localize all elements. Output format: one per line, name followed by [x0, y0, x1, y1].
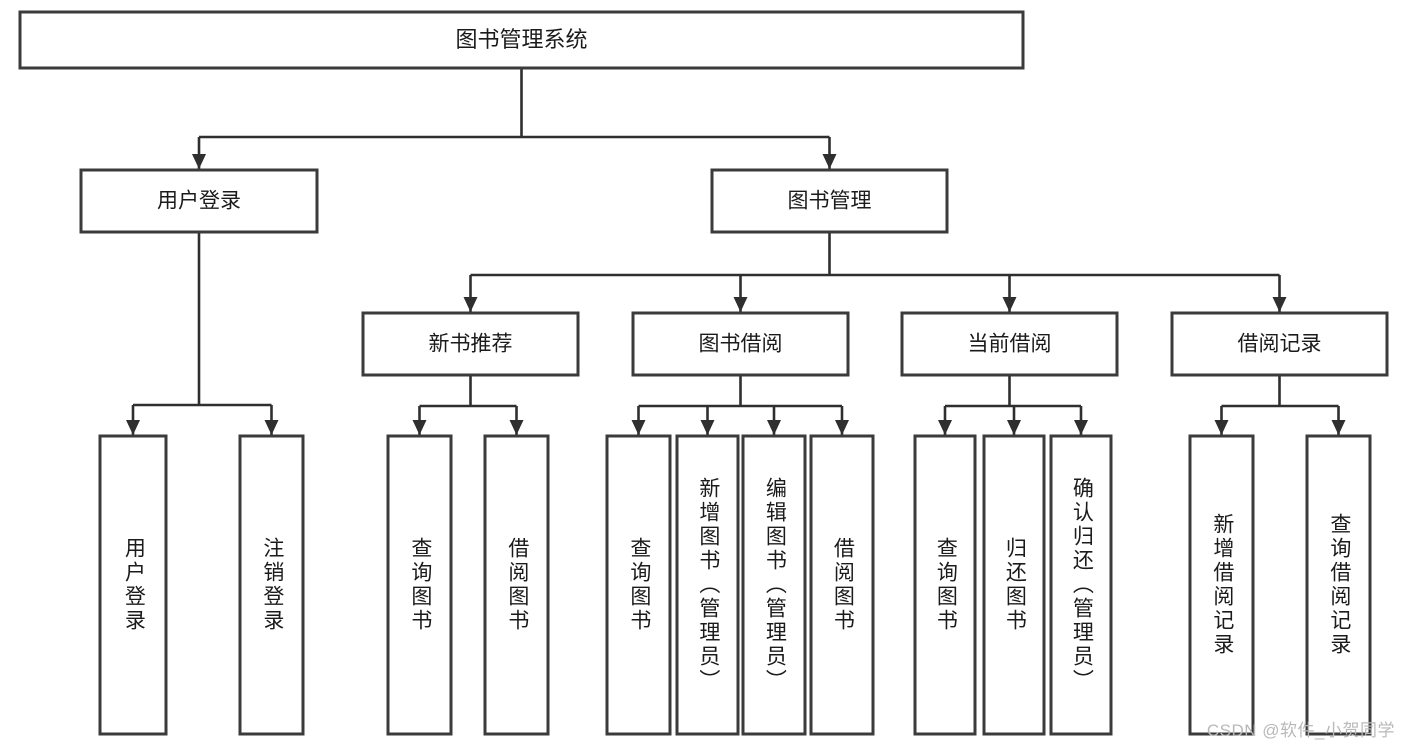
node-label-root: 图书管理系统 [455, 27, 587, 52]
currentborrow-to-leaf-arrow-icon-0 [938, 420, 952, 435]
node-leaf-edit-book-admin[interactable] [741, 434, 807, 736]
newbook-to-leaf-arrow-icon-1 [509, 420, 524, 435]
root-to-l2-arrow-icon-0 [192, 154, 206, 169]
node-leaf-add-book-admin[interactable] [675, 434, 740, 736]
bookmgmt-to-l3-arrow-icon-0 [463, 297, 478, 312]
node-box-leaf-query-book-2[interactable] [605, 434, 672, 736]
currentborrow-to-leaf-arrow-icon-1 [1007, 420, 1021, 435]
node-box-leaf-query-borrow-rec[interactable] [1305, 434, 1372, 736]
node-new-book-rec[interactable]: 新书推荐 [361, 311, 580, 377]
node-box-current-borrow[interactable] [900, 311, 1119, 377]
node-box-user-login[interactable] [79, 168, 319, 234]
node-box-leaf-query-book-1[interactable] [386, 434, 453, 736]
node-box-leaf-user-login[interactable] [98, 434, 168, 736]
bookborrow-to-leaf-arrow-icon-2 [767, 420, 781, 435]
node-leaf-return-book[interactable] [982, 434, 1046, 736]
node-box-new-book-rec[interactable] [361, 311, 580, 377]
node-box-leaf-borrow-book-1[interactable] [483, 434, 550, 736]
node-leaf-confirm-return[interactable] [1049, 434, 1113, 736]
node-current-borrow[interactable]: 当前借阅 [900, 311, 1119, 377]
bookborrow-to-leaf-arrow-icon-0 [631, 420, 646, 435]
userlogin-to-leaf-arrow-icon-0 [126, 420, 140, 435]
borrowrecord-to-leaf-arrow-icon-0 [1214, 420, 1229, 435]
node-leaf-user-login[interactable] [98, 434, 168, 736]
node-user-login[interactable]: 用户登录 [79, 168, 319, 234]
node-leaf-query-book-3[interactable] [913, 434, 977, 736]
node-box-leaf-confirm-return[interactable] [1049, 434, 1113, 736]
node-label-book-mgmt: 图书管理 [788, 190, 872, 213]
node-label-user-login: 用户登录 [157, 190, 241, 213]
newbook-to-leaf-arrow-icon-0 [412, 420, 427, 435]
node-label-book-borrow: 图书借阅 [699, 333, 783, 356]
node-book-borrow[interactable]: 图书借阅 [631, 311, 850, 377]
node-box-leaf-edit-book-admin[interactable] [741, 434, 807, 736]
node-box-book-mgmt[interactable] [710, 168, 949, 234]
node-leaf-query-borrow-rec[interactable] [1305, 434, 1372, 736]
node-box-leaf-add-borrow-rec[interactable] [1188, 434, 1255, 736]
node-leaf-add-borrow-rec[interactable] [1188, 434, 1255, 736]
node-box-leaf-query-book-3[interactable] [913, 434, 977, 736]
node-leaf-user-logout[interactable] [238, 434, 305, 736]
node-box-leaf-return-book[interactable] [982, 434, 1046, 736]
node-box-borrow-record[interactable] [1170, 311, 1389, 377]
node-box-book-borrow[interactable] [631, 311, 850, 377]
node-root[interactable]: 图书管理系统 [18, 10, 1025, 70]
borrowrecord-to-leaf-arrow-icon-1 [1331, 420, 1346, 435]
node-label-new-book-rec: 新书推荐 [429, 333, 513, 356]
node-box-leaf-add-book-admin[interactable] [675, 434, 740, 736]
node-box-leaf-borrow-book-2[interactable] [809, 434, 875, 736]
userlogin-to-leaf-arrow-icon-1 [264, 420, 279, 435]
bookmgmt-to-l3-arrow-icon-2 [1002, 297, 1017, 312]
node-label-borrow-record: 借阅记录 [1238, 333, 1322, 356]
node-box-leaf-user-logout[interactable] [238, 434, 305, 736]
bookmgmt-to-l3-arrow-icon-1 [733, 297, 748, 312]
node-leaf-query-book-2[interactable] [605, 434, 672, 736]
watermark-text: CSDN @软件_小贺同学 [1206, 721, 1395, 740]
bookborrow-to-leaf-arrow-icon-1 [700, 420, 715, 435]
currentborrow-to-leaf-arrow-icon-2 [1074, 420, 1088, 435]
node-leaf-query-book-1[interactable] [386, 434, 453, 736]
node-book-mgmt[interactable]: 图书管理 [710, 168, 949, 234]
node-leaf-borrow-book-1[interactable] [483, 434, 550, 736]
node-label-current-borrow: 当前借阅 [968, 333, 1052, 356]
bookborrow-to-leaf-arrow-icon-3 [835, 420, 849, 435]
bookmgmt-to-l3-arrow-icon-3 [1272, 297, 1287, 312]
node-leaf-borrow-book-2[interactable] [809, 434, 875, 736]
node-box-root[interactable] [18, 10, 1025, 70]
node-borrow-record[interactable]: 借阅记录 [1170, 311, 1389, 377]
root-to-l2-arrow-icon-1 [822, 154, 837, 169]
